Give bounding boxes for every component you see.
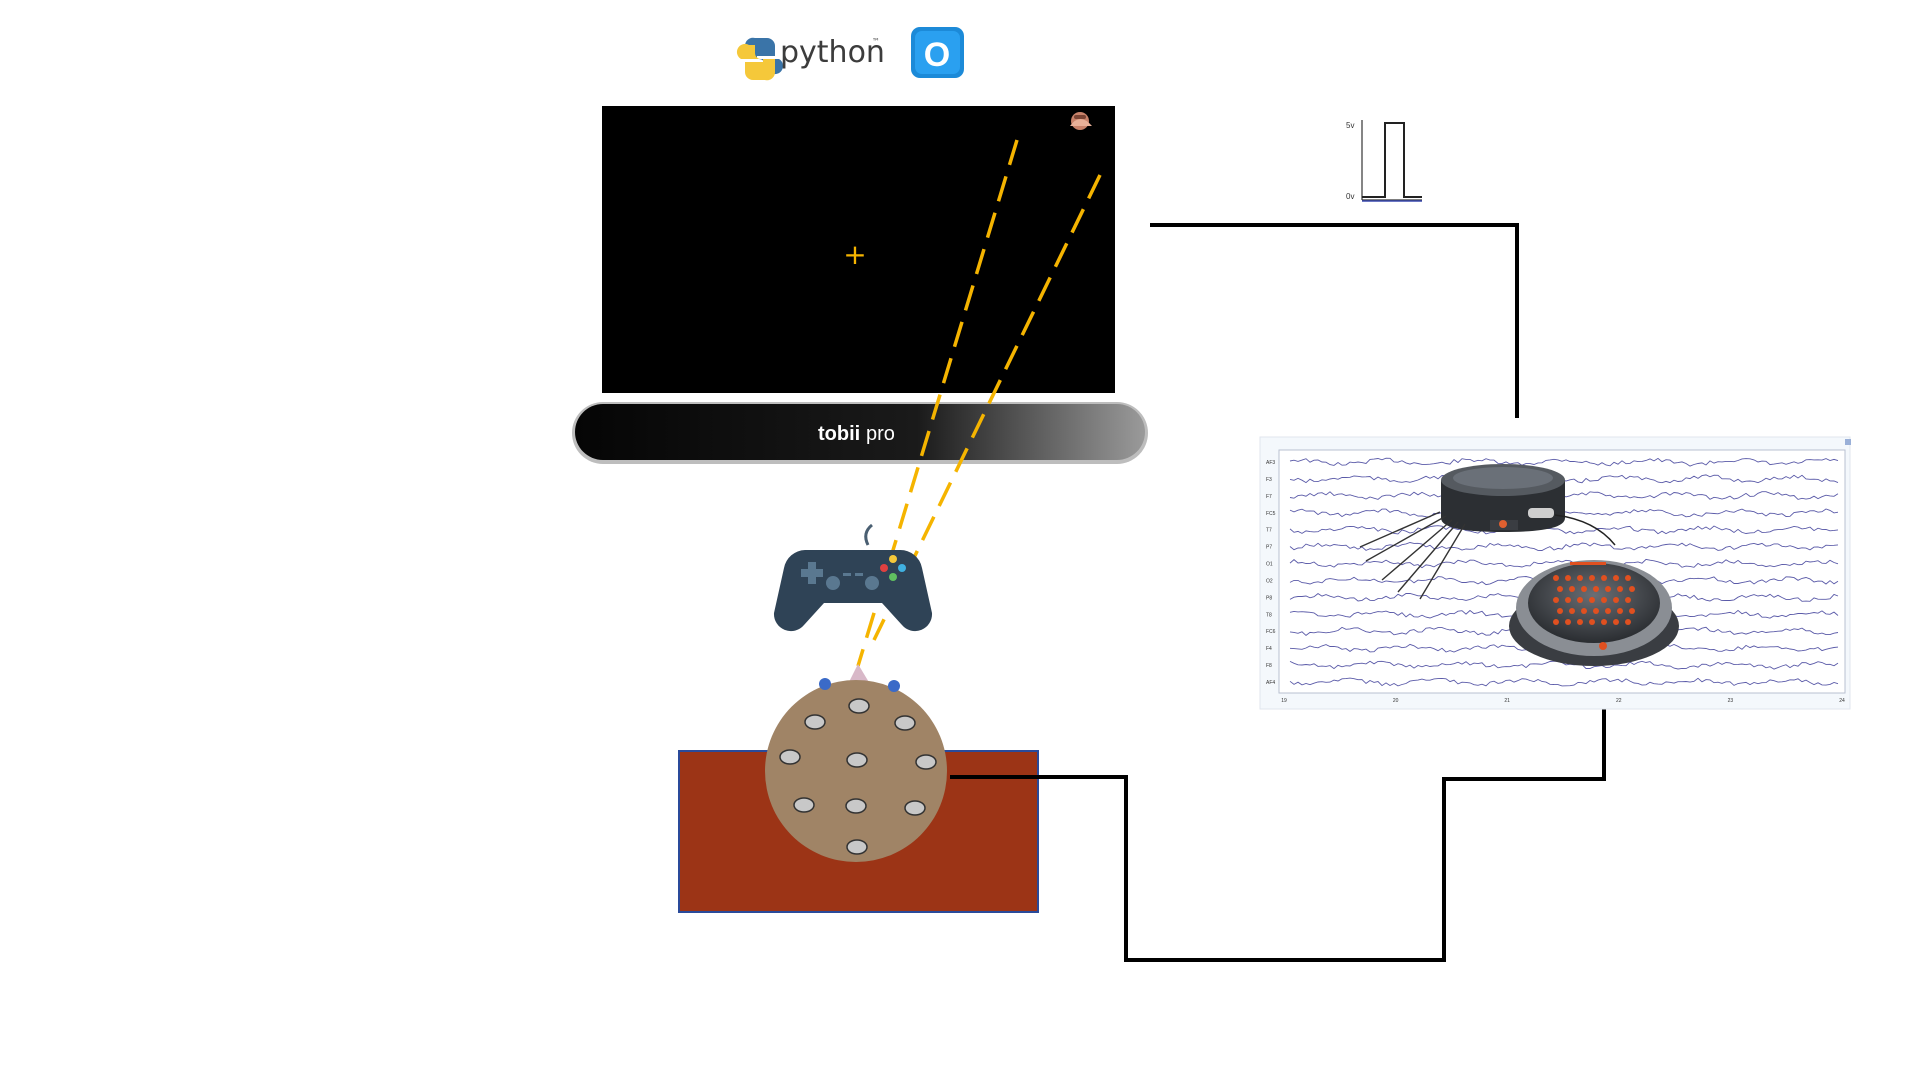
cap-electrode [1569,608,1575,614]
eeg-channel-label: AF3 [1266,460,1275,466]
participant-head [765,664,947,862]
cap-electrode [1629,586,1635,592]
eeg-channel-label: T8 [1266,612,1272,618]
cap-electrode [1589,619,1595,625]
trigger-cable [1150,223,1519,418]
cap-electrode [1581,608,1587,614]
cap-electrode [1625,619,1631,625]
eeg-time-tick: 19 [1281,698,1287,704]
eeg-amplifier-device [1359,464,1616,600]
tobii-brand-label: tobii [818,423,860,445]
eeg-trace-line [1289,525,1839,535]
cap-electrode [1565,597,1571,603]
cap-electrode [1629,608,1635,614]
electrode-cap-device [1509,560,1679,666]
ear-electrode-right [888,680,900,692]
eeg-cable [950,706,1606,962]
cap-electrode [1601,597,1607,603]
python-snake-icon [736,37,784,81]
eeg-time-tick: 21 [1504,698,1510,704]
cap-electrode [1557,608,1563,614]
eeg-channel-label: F3 [1266,477,1272,483]
cap-electrode [1565,619,1571,625]
eeg-channel-label: O2 [1266,578,1273,584]
ear-electrode-left [819,678,831,690]
cap-electrode [1593,586,1599,592]
python-logo: python ™ [736,35,885,81]
game-controller-icon [773,523,933,632]
cap-electrode [1553,597,1559,603]
stimulus-screen [602,106,1115,393]
cap-electrode [1553,575,1559,581]
cap-electrode [1601,575,1607,581]
ttl-high-label: 5v [1346,121,1354,130]
eeg-time-tick: 22 [1616,698,1622,704]
eeg-time-tick: 20 [1393,698,1399,704]
eeg-time-tick: 24 [1839,698,1845,704]
cap-electrode [1613,575,1619,581]
eeg-channel-label: T7 [1266,528,1272,534]
eeg-channel-label: O1 [1266,562,1273,568]
eeg-channel-label: P8 [1266,595,1272,601]
python-label: python [780,35,885,70]
cap-electrode [1581,586,1587,592]
eeg-channel-label: FC5 [1266,511,1276,517]
ttl-pulse-waveform [1362,122,1422,198]
cap-electrode [1577,619,1583,625]
hand-icon [1070,112,1092,130]
cap-electrode [1557,586,1563,592]
cap-electrode [1589,597,1595,603]
eeg-channel-label: P7 [1266,545,1272,551]
cap-electrode [1577,597,1583,603]
eeg-channel-label: FC6 [1266,629,1276,635]
cap-electrode [1569,586,1575,592]
nose [848,664,870,684]
opensesame-letter: O [924,36,950,74]
cap-electrode [1553,619,1559,625]
cap-electrode [1617,586,1623,592]
eeg-time-ticks: 19 20 21 22 23 24 [1281,698,1845,704]
opensesame-logo: O [911,27,964,78]
cap-electrode [1601,619,1607,625]
scalp-electrodes [779,698,937,855]
eeg-trace-line [1289,660,1839,670]
cap-electrode [1625,597,1631,603]
eeg-channel-label: F4 [1266,646,1272,652]
cap-electrode [1613,619,1619,625]
cap-electrode [1593,608,1599,614]
eeg-trace-line [1289,457,1839,467]
eeg-trace-line [1289,677,1839,687]
eeg-channel-label: F7 [1266,494,1272,500]
eeg-channel-label: AF4 [1266,680,1275,686]
python-tm: ™ [872,37,880,46]
fixation-cross: + [843,238,866,271]
eeg-trace-line [1289,558,1839,569]
cap-electrode [1565,575,1571,581]
cap-electrode [1617,608,1623,614]
cap-electrode [1577,575,1583,581]
tobii-product-label: pro [866,423,895,445]
ttl-low-label: 0v [1346,192,1354,201]
cap-electrode [1613,597,1619,603]
cap-electrode [1605,586,1611,592]
cap-electrode [1605,608,1611,614]
tobii-pro-eyetracker: tobii pro [572,402,1148,464]
ttl-pulse-graph: 5v 0v [1346,120,1422,202]
eeg-time-tick: 23 [1728,698,1734,704]
eeg-trace-line [1289,542,1839,551]
cap-electrode [1589,575,1595,581]
eeg-channel-label: F8 [1266,663,1272,669]
cap-electrode [1625,575,1631,581]
